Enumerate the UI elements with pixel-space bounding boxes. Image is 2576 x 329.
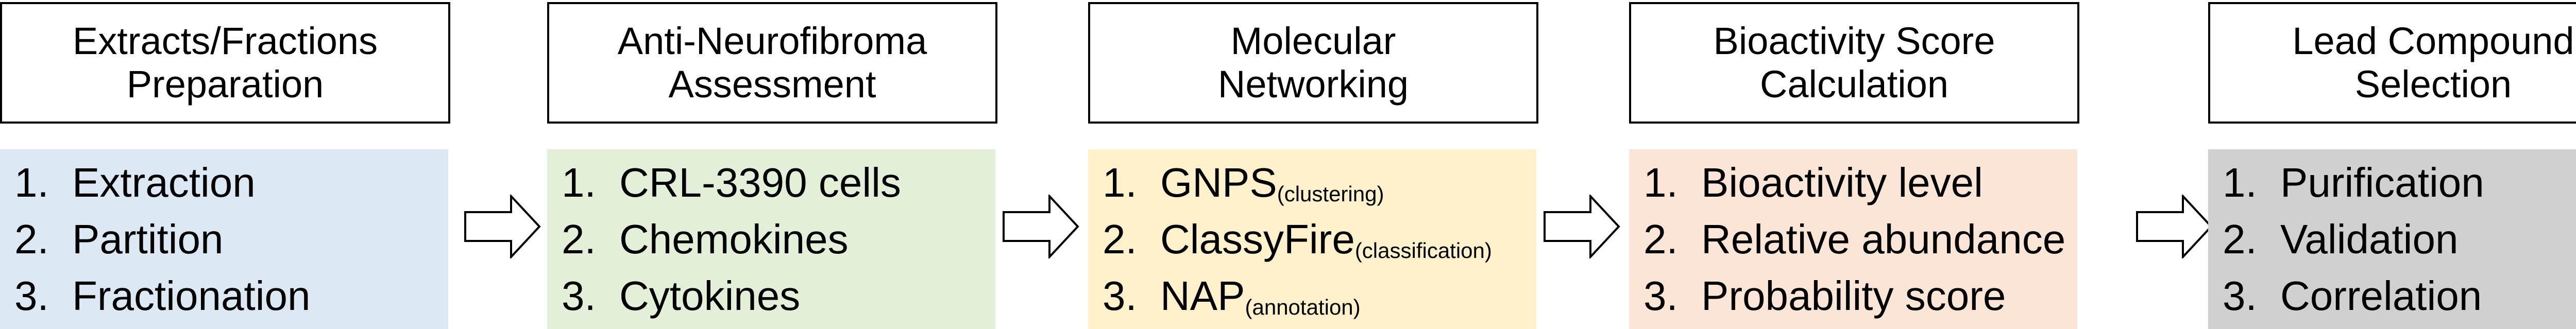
step-bioactivity-score: Bioactivity Score Calculation 1. Bioactiv…	[1629, 0, 2079, 329]
item-text: CRL-3390 cells	[619, 160, 901, 205]
list-item: 2. Validation	[2223, 211, 2576, 268]
item-number: 3.	[1103, 273, 1137, 319]
item-text: NAP	[1160, 273, 1245, 319]
item-text: Partition	[72, 216, 224, 262]
item-number: 1.	[2223, 160, 2257, 205]
step-list: 1. Bioactivity level 2. Relative abundance…	[1629, 149, 2077, 329]
step-list: 1. Extraction 2. Partition 3. Fractionation	[0, 149, 448, 329]
step-title-line: Selection	[2354, 63, 2512, 106]
item-number: 3.	[2223, 273, 2257, 319]
step-molecular-networking: Molecular Networking 1. GNPS(clustering) …	[1088, 0, 1538, 329]
step-title-line: Extracts/Fractions	[72, 20, 378, 63]
item-number: 3.	[562, 273, 596, 319]
list-item: 2. Chemokines	[562, 211, 995, 268]
arrow-right-icon	[464, 195, 541, 258]
step-title-line: Bioactivity Score	[1713, 20, 1995, 63]
item-text: GNPS	[1160, 160, 1277, 205]
step-title: Molecular Networking	[1088, 2, 1538, 124]
item-text: Relative abundance	[1701, 216, 2066, 262]
step-title: Lead Compound Selection	[2208, 2, 2576, 124]
item-number: 1.	[1643, 160, 1678, 205]
item-subscript: (classification)	[1354, 238, 1492, 263]
step-extracts-fractions: Extracts/Fractions Preparation 1. Extract…	[0, 0, 450, 329]
item-number: 2.	[14, 216, 49, 262]
arrow-right-icon	[1003, 195, 1079, 258]
item-text: Validation	[2280, 216, 2459, 262]
item-number: 2.	[1103, 216, 1137, 262]
step-title: Anti-Neurofibroma Assessment	[547, 2, 997, 124]
list-item: 3. NAP(annotation)	[1103, 268, 1536, 324]
item-text: Chemokines	[619, 216, 849, 262]
list-item: 1. Extraction	[14, 154, 448, 211]
item-text: Fractionation	[72, 273, 311, 319]
item-number: 1.	[1103, 160, 1137, 205]
arrow-right-icon	[2136, 195, 2213, 258]
item-number: 2.	[1643, 216, 1678, 262]
step-title-line: Lead Compound	[2292, 20, 2574, 63]
list-item: 2. Relative abundance	[1643, 211, 2077, 268]
list-item: 1. GNPS(clustering)	[1103, 154, 1536, 211]
item-subscript: (annotation)	[1245, 295, 1361, 319]
item-number: 3.	[14, 273, 49, 319]
step-title-line: Calculation	[1759, 63, 1949, 106]
list-item: 1. CRL-3390 cells	[562, 154, 995, 211]
list-item: 3. Probability score	[1643, 268, 2077, 324]
step-title-line: Networking	[1217, 63, 1409, 106]
step-title-line: Assessment	[668, 63, 876, 106]
arrow-right-icon	[1544, 195, 1620, 258]
step-title-line: Molecular	[1230, 20, 1396, 63]
step-title-line: Anti-Neurofibroma	[617, 20, 927, 63]
step-list: 1. CRL-3390 cells 2. Chemokines 3. Cytokine…	[547, 149, 995, 329]
step-list: 1. Purification 2. Validation 3. Correlatio…	[2208, 149, 2576, 329]
item-number: 3.	[1643, 273, 1678, 319]
item-text: Bioactivity level	[1701, 160, 1983, 205]
item-text: ClassyFire	[1160, 216, 1355, 262]
item-text: Probability score	[1701, 273, 2006, 319]
list-item: 1. Purification	[2223, 154, 2576, 211]
step-title-line: Preparation	[126, 63, 324, 106]
item-subscript: (clustering)	[1277, 182, 1384, 206]
list-item: 3. Correlation	[2223, 268, 2576, 324]
list-item: 2. ClassyFire(classification)	[1103, 211, 1536, 268]
item-text: Extraction	[72, 160, 256, 205]
item-number: 1.	[562, 160, 596, 205]
step-title: Bioactivity Score Calculation	[1629, 2, 2079, 124]
step-title: Extracts/Fractions Preparation	[0, 2, 450, 124]
item-number: 1.	[14, 160, 49, 205]
item-text: Cytokines	[619, 273, 801, 319]
list-item: 3. Fractionation	[14, 268, 448, 324]
item-text: Purification	[2280, 160, 2484, 205]
step-anti-neurofibroma: Anti-Neurofibroma Assessment 1. CRL-3390 …	[547, 0, 997, 329]
item-number: 2.	[2223, 216, 2257, 262]
step-lead-compound: Lead Compound Selection 1. Purification 2…	[2208, 0, 2576, 329]
list-item: 2. Partition	[14, 211, 448, 268]
step-list: 1. GNPS(clustering) 2. ClassyFire(classifi…	[1088, 149, 1536, 329]
list-item: 3. Cytokines	[562, 268, 995, 324]
list-item: 1. Bioactivity level	[1643, 154, 2077, 211]
item-text: Correlation	[2280, 273, 2482, 319]
item-number: 2.	[562, 216, 596, 262]
